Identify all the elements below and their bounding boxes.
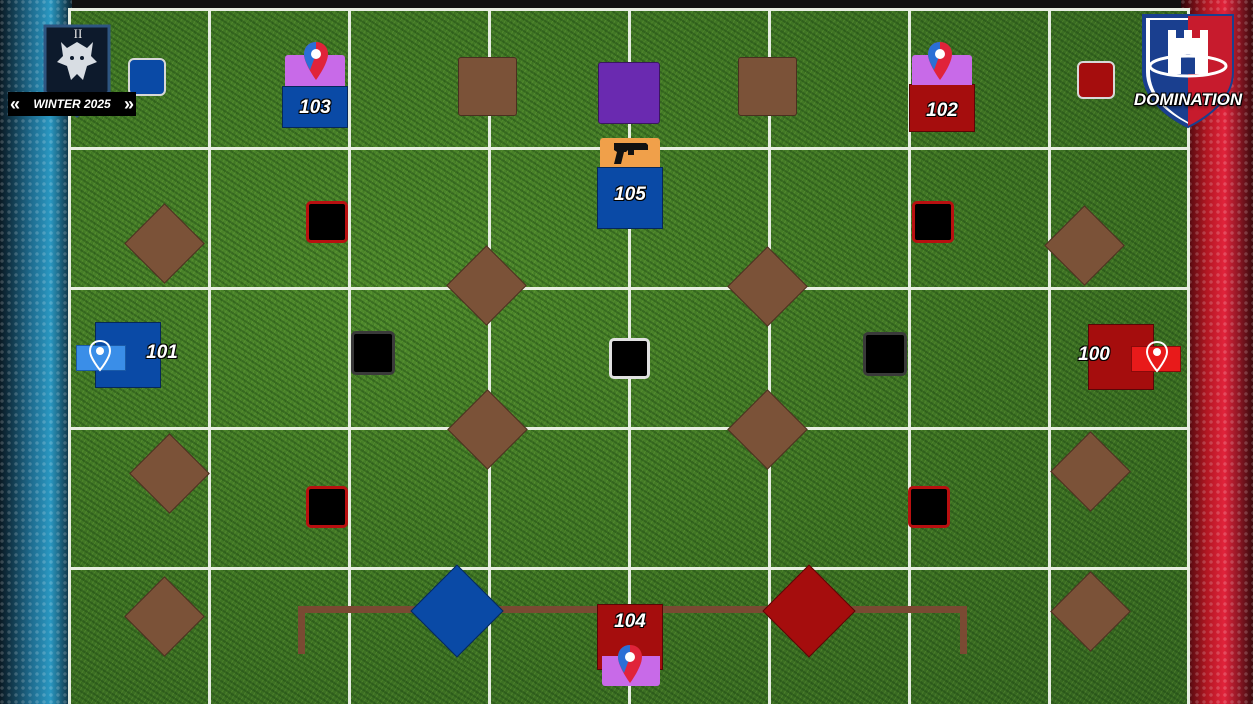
pit-tile[interactable] — [908, 486, 950, 528]
lane-path — [298, 606, 305, 654]
game-mode-label: DOMINATION — [1128, 90, 1248, 110]
season-label: WINTER 2025 — [33, 97, 110, 111]
pit-tile[interactable] — [306, 201, 348, 243]
season-badge: II « WINTER 2025 » — [8, 22, 136, 122]
pit-tile[interactable] — [351, 331, 395, 375]
grid-line — [68, 427, 1190, 430]
zone-number-label: 101 — [140, 342, 184, 368]
zone-number: 102 — [910, 100, 974, 122]
grid-line — [1048, 8, 1051, 704]
zone-number: 104 — [598, 611, 662, 633]
season-banner: « WINTER 2025 » — [8, 92, 136, 116]
grid-line — [68, 567, 1190, 570]
red-spawn-tile[interactable] — [1077, 61, 1115, 99]
pit-tile[interactable] — [912, 201, 954, 243]
map-pin-icon — [302, 40, 330, 86]
pit-tile[interactable] — [609, 338, 650, 379]
double-chevron-left-icon[interactable]: « — [10, 92, 20, 116]
zone-card-102[interactable]: 102 — [909, 84, 975, 132]
grid-line — [208, 8, 211, 704]
pit-tile[interactable] — [863, 332, 907, 376]
location-pin-icon — [89, 340, 111, 372]
zone-number: 100 — [1072, 344, 1116, 366]
grid-line — [68, 8, 1190, 11]
grid-line — [68, 287, 1190, 290]
objective-tile[interactable] — [598, 62, 660, 124]
game-mode-badge: DOMINATION — [1128, 10, 1248, 135]
map-pin-icon — [926, 40, 954, 86]
crate-tile[interactable] — [738, 57, 797, 116]
location-pin-icon — [1146, 341, 1168, 373]
zone-card-103[interactable]: 103 — [282, 86, 348, 128]
zone-number-label: 100 — [1072, 344, 1116, 370]
zone-number: 101 — [140, 342, 184, 364]
map-pin-icon — [616, 643, 644, 689]
zone-number: 105 — [598, 184, 662, 206]
pistol-icon — [612, 140, 650, 166]
crate-tile[interactable] — [458, 57, 517, 116]
pit-tile[interactable] — [306, 486, 348, 528]
castle-tower-icon — [1138, 10, 1238, 130]
double-chevron-right-icon[interactable]: » — [124, 92, 134, 116]
zone-card-105[interactable]: 105 — [597, 167, 663, 229]
zone-number: 103 — [283, 97, 347, 119]
lane-path — [960, 606, 967, 654]
season-numeral: II — [68, 26, 88, 42]
